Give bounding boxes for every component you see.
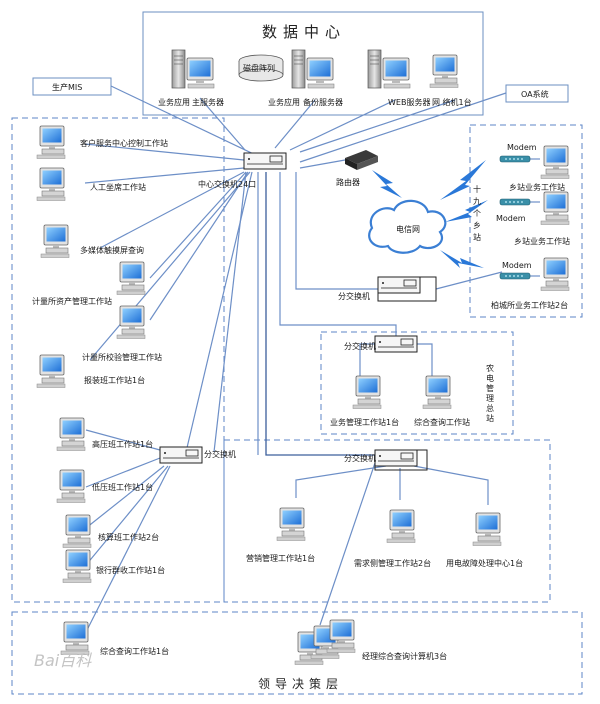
network-pc-label: 网 络机1台 (432, 97, 472, 107)
rural-title-label: 农电管理总站 (486, 363, 495, 424)
pc-icon (540, 257, 570, 291)
wireless-links (372, 160, 488, 268)
town-ws3-label: 柏城所业务工作站2台 (491, 300, 568, 310)
nineteen-towns-label: 十九个乡站 (473, 184, 482, 245)
modem-icon (499, 198, 531, 206)
switch-a-label: 分交换机 (204, 449, 236, 459)
disk-array-label: 磁盘阵列 (243, 63, 275, 73)
network-pc-icon (429, 54, 459, 88)
pc-icon (116, 305, 146, 339)
multimedia-label: 多媒体触摸屏查询 (80, 245, 144, 255)
lightning-icon (440, 160, 486, 200)
oa-system-label: OA系统 (521, 89, 549, 99)
web-server-label: WEB服务器 (388, 97, 430, 107)
manager-pc-label: 经理综合查询计算机3台 (362, 651, 447, 661)
marketing-ws-label: 营销管理工作站1台 (246, 553, 315, 563)
backup-server-label: 备份服务器 (303, 97, 343, 107)
switch-c-label: 分交换机 (344, 341, 376, 351)
router-icon (345, 150, 378, 170)
data-center-title: 数据中心 (262, 23, 346, 41)
pc-icon (60, 621, 90, 655)
bank-ws-label: 银行群收工作站1台 (96, 565, 165, 575)
pc-icon (472, 512, 502, 546)
pc-icon (352, 375, 382, 409)
router-label: 路由器 (336, 177, 360, 187)
center-switch-icon (243, 152, 287, 170)
pc-icon (40, 224, 70, 258)
hv-ws-label: 高压班工作站1台 (92, 439, 153, 449)
center-switch-label: 中心交换机24口 (198, 179, 256, 189)
lightning-icon (372, 170, 402, 198)
query-ws1-label: 综合查询工作站1台 (100, 646, 169, 656)
pc-icon (116, 261, 146, 295)
pc-icon (540, 145, 570, 179)
switch-b-label: 分交换机 (338, 291, 370, 301)
telecom-label: 电信网 (396, 224, 420, 234)
modem1-label: Modem (507, 143, 537, 152)
modem2-label: Modem (496, 214, 526, 223)
data-center-box (142, 11, 484, 116)
disk-array-icon (238, 54, 284, 82)
decision-region-box (11, 611, 583, 695)
switch-c-icon (374, 335, 418, 353)
modem3-label: Modem (502, 261, 532, 270)
telecom-cloud-icon (368, 199, 447, 254)
calc-ws-label: 核算班工作站2台 (98, 532, 159, 542)
pc-icon (36, 354, 66, 388)
network-links (84, 85, 540, 633)
biz-app-label: 业务应用 (158, 97, 190, 107)
backup-server-icon (291, 49, 335, 89)
metering-ws-label: 计量所资产管理工作站 (32, 296, 112, 306)
modem-icon (499, 155, 531, 163)
fault-ws-label: 用电故障处理中心1台 (446, 558, 523, 568)
biz-app2-label: 业务应用 (268, 97, 300, 107)
lv-ws-label: 低压班工作站1台 (92, 482, 153, 492)
customer-ctrl-label: 客户服务中心控制工作站 (80, 138, 168, 148)
main-server-label: 主服务器 (192, 97, 224, 107)
main-server-icon (171, 49, 215, 89)
rural-query-label: 综合查询工作站 (414, 417, 470, 427)
watermark-logo: Bai百科 (34, 651, 92, 670)
pc-icon (56, 417, 86, 451)
pc-icon (36, 125, 66, 159)
town-ws2-label: 乡站业务工作站 (514, 236, 570, 246)
production-mis-label: 生产MIS (52, 82, 82, 92)
pc-icon (36, 167, 66, 201)
decision-layer-title: 领导决策层 (258, 677, 343, 691)
towns-region-box (469, 124, 583, 318)
switch-a-icon (159, 446, 203, 464)
pc-icon (386, 509, 416, 543)
pc-icon (62, 549, 92, 583)
switch-d-icon (374, 449, 418, 467)
marketing-region-box (223, 439, 551, 603)
pc-icon (326, 619, 356, 653)
lightning-icon (440, 250, 484, 268)
pc-icon (422, 375, 452, 409)
pc-icon (62, 514, 92, 548)
pc-icon (540, 191, 570, 225)
install-ws-label: 报装班工作站1台 (84, 375, 145, 385)
rural-region-box (320, 331, 514, 435)
pc-icon (276, 507, 306, 541)
rural-biz-label: 业务管理工作站1台 (330, 417, 399, 427)
demand-ws-label: 需求侧管理工作站2台 (354, 558, 431, 568)
metering-ctrl-label: 计量所校验管理工作站 (82, 352, 162, 362)
switch-b-icon (377, 276, 421, 294)
manual-seat-label: 人工坐席工作站 (90, 182, 146, 192)
modem-icon (499, 272, 531, 280)
web-server-icon (367, 49, 411, 89)
pc-icon (56, 469, 86, 503)
town-ws1-label: 乡站业务工作站 (509, 182, 565, 192)
switch-d-label: 分交换机 (344, 453, 376, 463)
lightning-icon (445, 200, 488, 222)
